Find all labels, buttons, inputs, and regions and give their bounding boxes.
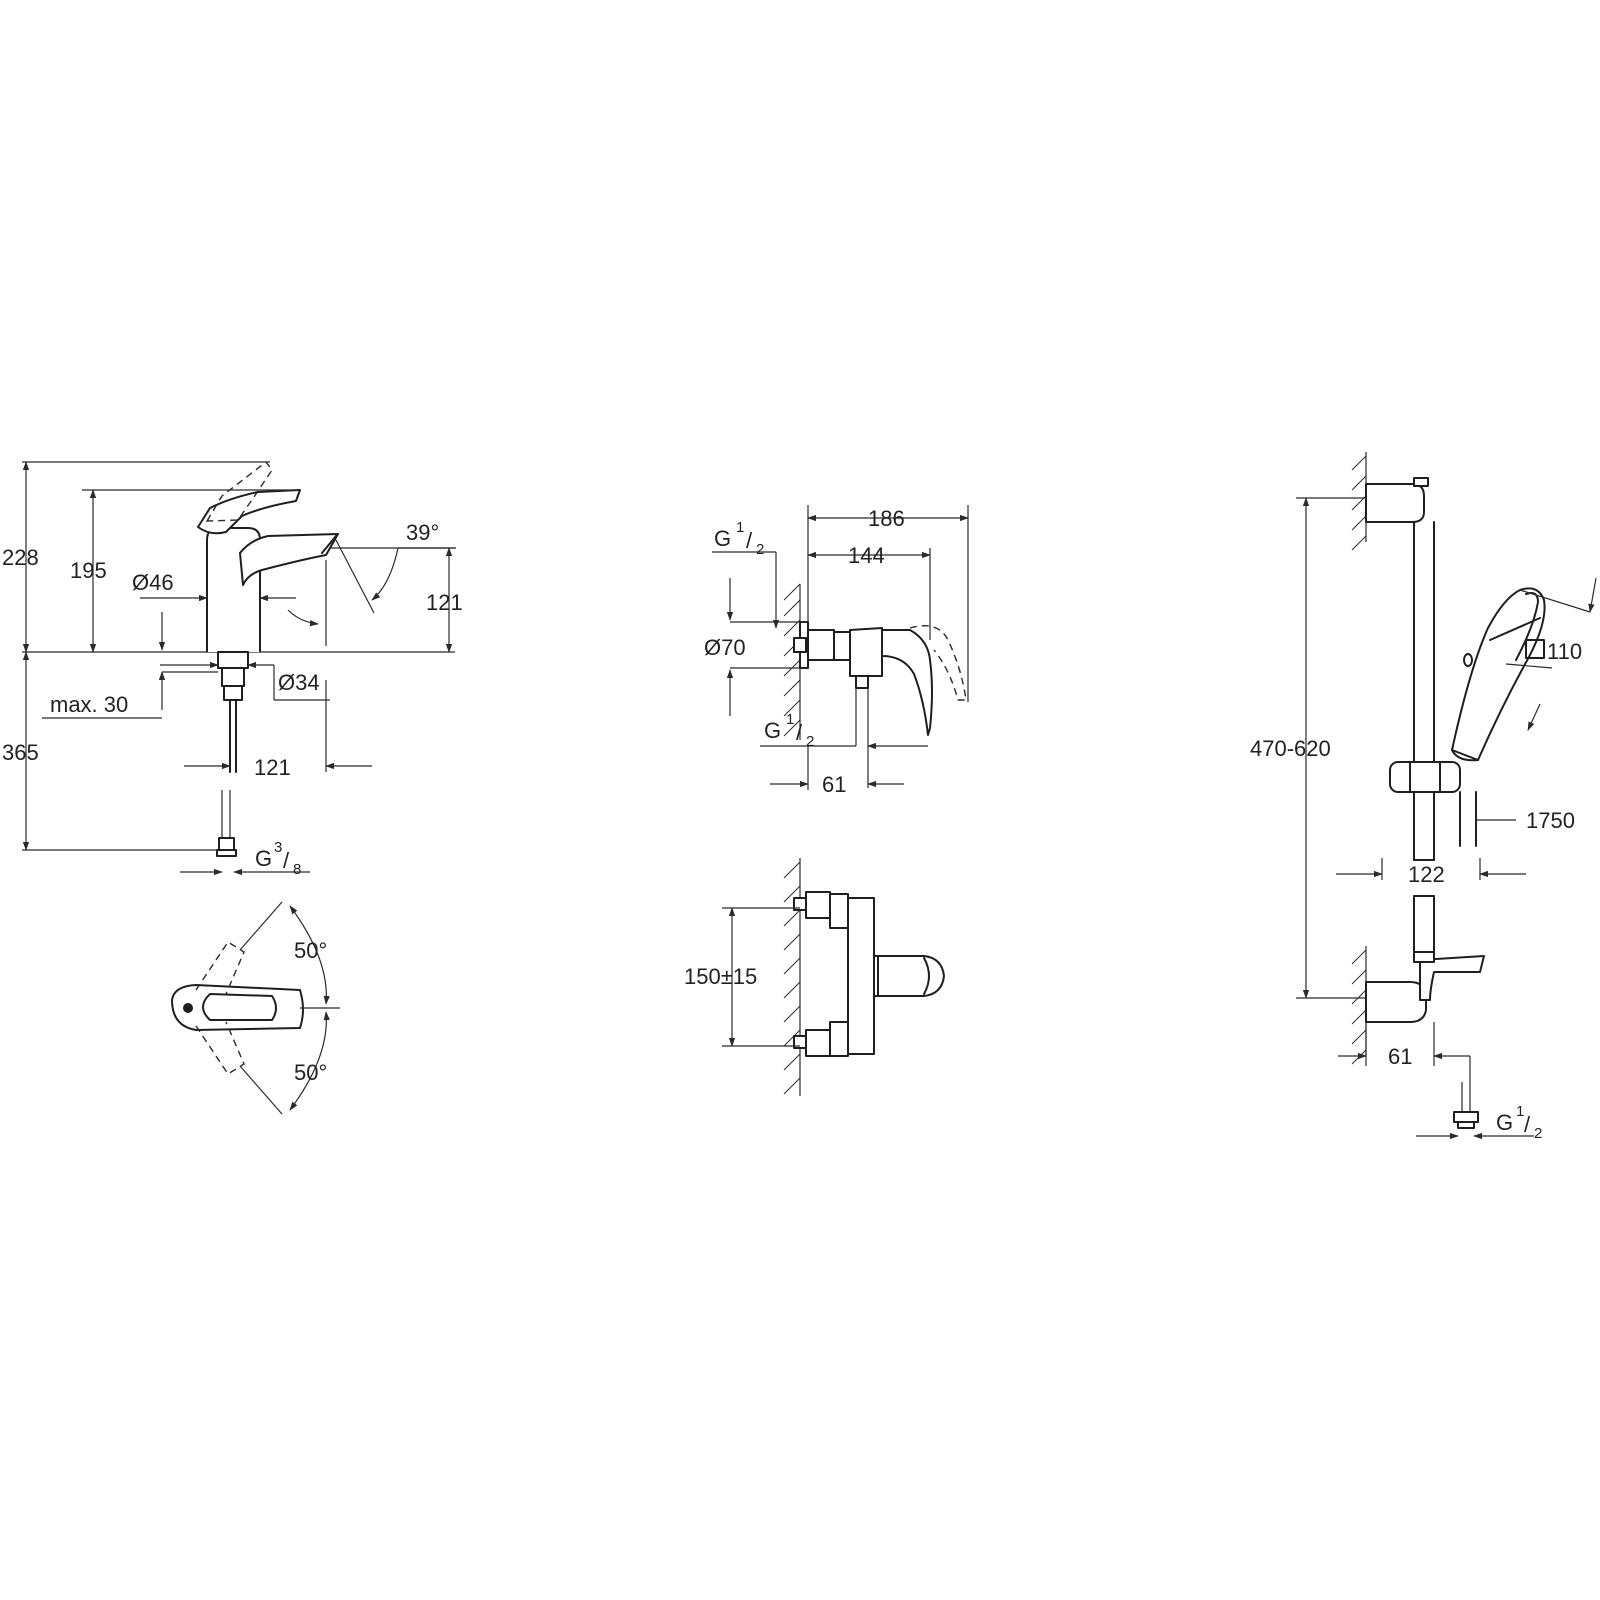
connection-numerator: 3 <box>274 839 282 856</box>
label-g12-top: G 1 / 2 <box>714 519 764 558</box>
g12-top-letter: G <box>714 526 731 551</box>
shower-rail-set <box>1296 452 1597 1140</box>
dim-outlet-offset: 61 <box>822 772 846 797</box>
dim-flange-diameter: Ø70 <box>704 635 746 660</box>
dim-body-diameter: Ø46 <box>132 570 174 595</box>
g12-outlet-letter: G <box>764 718 781 743</box>
g12-top-numerator: 1 <box>736 519 744 536</box>
dim-lever-angle-top: 50° <box>294 938 327 963</box>
basin-mixer-side-view <box>22 461 456 876</box>
g12-top-slash: / <box>746 528 753 553</box>
basin-mixer-top-view <box>171 901 340 1115</box>
dim-depth-144: 144 <box>848 543 885 568</box>
dim-rail-length: 470-620 <box>1250 736 1331 761</box>
dim-spout-height: 121 <box>426 590 463 615</box>
dim-spout-projection: 121 <box>254 755 291 780</box>
dim-lever-angle-bottom: 50° <box>294 1060 327 1085</box>
g12-top-denominator: 2 <box>756 541 764 558</box>
rail-connection-numerator: 1 <box>1516 1103 1524 1120</box>
label-connection-g38: G 3 / 8 <box>255 839 301 878</box>
label-g12-outlet: G 1 / 2 <box>764 711 814 750</box>
dim-shank-diameter: Ø34 <box>278 670 320 695</box>
dim-spout-angle: 39° <box>406 520 439 545</box>
dim-max-counter: max. 30 <box>50 692 128 717</box>
dim-wall-offset-61: 61 <box>1388 1044 1412 1069</box>
shower-mixer-front-view <box>722 858 945 1096</box>
connection-letter: G <box>255 846 272 871</box>
rail-connection-denominator: 2 <box>1534 1125 1542 1142</box>
dim-hose-length: 365 <box>2 740 39 765</box>
g12-outlet-numerator: 1 <box>786 711 794 728</box>
dim-projection-122: 122 <box>1408 862 1445 887</box>
g12-outlet-denominator: 2 <box>806 733 814 750</box>
connection-slash: / <box>283 848 290 873</box>
shower-mixer-side-view <box>712 505 969 790</box>
dim-head-size: 110 <box>1547 639 1582 664</box>
dim-hose-length-1750: 1750 <box>1526 808 1575 833</box>
g12-outlet-slash: / <box>796 720 803 745</box>
rail-connection-slash: / <box>1524 1112 1531 1137</box>
dim-height-228: 228 <box>2 545 39 570</box>
connection-denominator: 8 <box>293 861 301 878</box>
rail-connection-letter: G <box>1496 1110 1513 1135</box>
dim-centres: 150±15 <box>684 964 757 989</box>
dim-height-195: 195 <box>70 558 107 583</box>
label-connection-g12-rail: G 1 / 2 <box>1496 1103 1542 1142</box>
dim-depth-186: 186 <box>868 506 905 531</box>
